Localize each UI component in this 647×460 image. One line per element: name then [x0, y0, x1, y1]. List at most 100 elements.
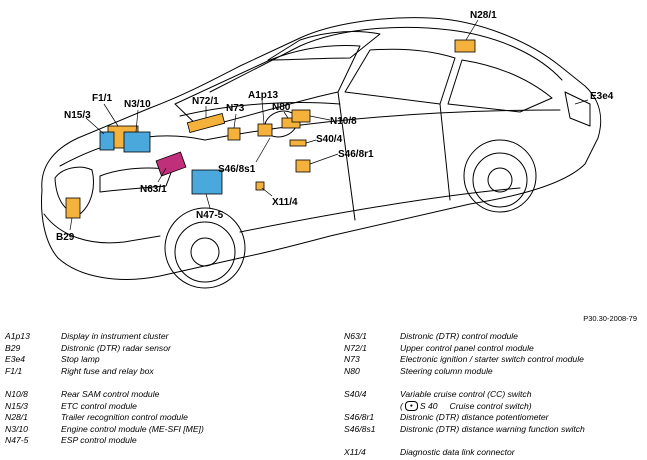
legend-code: B29 — [5, 342, 21, 353]
legend-desc: Diagnostic data link connector — [400, 446, 515, 457]
side-window-front — [344, 48, 456, 105]
legend-desc: Rear SAM control module — [61, 388, 160, 399]
sill-line — [239, 187, 521, 233]
callout-n73: N73 — [226, 103, 245, 114]
component-n3-10 — [123, 131, 151, 153]
leader-n47-5 — [205, 193, 211, 209]
component-a1p13 — [257, 123, 273, 137]
legend-desc: Distronic (DTR) control module — [400, 331, 518, 341]
component-n28-1 — [454, 39, 476, 53]
side-window-rear — [447, 59, 553, 113]
callout-f1-1: F1/1 — [92, 93, 112, 104]
legend-right-column: N63/1 Distronic (DTR) control module N72/… — [344, 331, 585, 459]
component-n47-5 — [191, 169, 223, 195]
leader-s46-8s1 — [255, 137, 271, 163]
component-n63-1 — [155, 151, 187, 177]
legend-row: F1/1 Right fuse and relay box — [5, 366, 204, 378]
legend-row: (●S 40 Cruise control switch) — [344, 401, 585, 413]
legend-code: N63/1 — [344, 331, 367, 341]
callout-n15-3: N15/3 — [64, 110, 91, 121]
front-bumper — [43, 213, 161, 244]
legend-desc: ESP control module — [61, 435, 137, 446]
leader-n15-3 — [85, 117, 105, 135]
component-n80 — [281, 117, 301, 129]
legend-code: N47-5 — [5, 435, 29, 446]
legend-code: A1p13 — [5, 331, 30, 341]
car-component-location-diagram: N28/1 E3e4 F1/1 N15/3 N3/10 N72/1 N73 A1… — [41, 10, 614, 289]
equipment-badge-icon: ● — [404, 401, 418, 412]
legend-code: N72/1 — [344, 342, 367, 353]
leader-e3e4 — [574, 99, 589, 105]
legend-row: N47-5 ESP control module — [5, 435, 204, 447]
figure-reference: P30.30-2008-79 — [583, 314, 637, 323]
legend-desc: Trailer recognition control module — [61, 412, 188, 423]
legend-desc: Distronic (DTR) distance warning functio… — [400, 423, 585, 434]
car-body-outline — [41, 17, 602, 280]
legend-code: E3e4 — [5, 354, 26, 365]
legend-desc: Upper control panel control module — [400, 342, 534, 353]
callout-e3e4: E3e4 — [590, 91, 614, 102]
legend-row: N72/1 Upper control panel control module — [344, 343, 585, 355]
legend-row: X11/4 Diagnostic data link connector — [344, 447, 585, 459]
legend-row: N63/1 Distronic (DTR) control module — [344, 331, 585, 343]
legend-desc: Steering column module — [400, 365, 493, 376]
leader-n80 — [283, 111, 289, 119]
front-wheel-arch — [164, 207, 246, 289]
legend-code: X11/4 — [344, 446, 366, 457]
legend-code: N73 — [344, 354, 360, 365]
door-line-rear — [439, 103, 451, 201]
leader-f1-1 — [103, 103, 119, 127]
legend-spacer — [5, 377, 204, 389]
front-wheel — [174, 221, 236, 283]
legend-spacer — [344, 435, 585, 447]
component-b29 — [65, 197, 81, 219]
legend-desc: Display in instrument cluster — [61, 331, 169, 341]
tail-lamp — [564, 91, 591, 127]
callout-s46-8r1: S46/8r1 — [338, 149, 374, 160]
legend-code: F1/1 — [5, 365, 23, 376]
door-line-front — [337, 91, 356, 221]
callout-n72-1: N72/1 — [192, 96, 219, 107]
legend-desc: Stop lamp — [61, 354, 100, 365]
callout-a1p13: A1p13 — [248, 90, 278, 101]
legend-desc: Variable cruise control (CC) switch — [400, 388, 532, 399]
legend-desc: Right fuse and relay box — [61, 365, 154, 376]
legend-code: S40/4 — [344, 388, 367, 399]
legend-row: N80 Steering column module — [344, 366, 585, 378]
legend-spacer — [344, 377, 585, 389]
component-s40-4 — [289, 139, 307, 147]
legend-sub-code: S 40 — [419, 400, 438, 411]
callout-x11-4: X11/4 — [272, 197, 298, 208]
front-wheel-hub — [190, 237, 220, 267]
rear-wheel-arch — [463, 139, 537, 213]
legend-code: S46/8s1 — [344, 423, 376, 434]
legend-desc: (●S 40 Cruise control switch) — [400, 401, 532, 413]
legend-code: N15/3 — [5, 400, 28, 411]
leader-n28-1 — [465, 19, 479, 41]
leader-s40-4 — [305, 139, 317, 144]
callout-s40-4: S40/4 — [316, 134, 343, 145]
callout-s46-8s1: S46/8s1 — [218, 164, 256, 175]
legend-code: S46/8r1 — [344, 412, 375, 423]
callout-n10-8: N10/8 — [330, 116, 357, 127]
callout-n63-1: N63/1 — [140, 184, 167, 195]
leader-b29 — [69, 217, 73, 231]
leader-n10-8 — [309, 115, 331, 121]
component-n10-8 — [291, 109, 311, 123]
legend-code: N80 — [344, 365, 360, 376]
leader-x11-4 — [261, 187, 273, 197]
grille — [54, 166, 94, 215]
legend-row: B29 Distronic (DTR) radar sensor — [5, 343, 204, 355]
component-s46-8r1 — [295, 159, 311, 173]
component-n72-1 — [186, 113, 226, 133]
legend-code: N10/8 — [5, 388, 28, 399]
component-n15-3 — [99, 131, 115, 151]
callout-b29: B29 — [56, 232, 75, 243]
legend-sub-prefix: ( — [400, 400, 403, 411]
legend-desc: Distronic (DTR) radar sensor — [61, 342, 171, 353]
leader-n3-10 — [135, 109, 139, 133]
legend-desc: ETC control module — [61, 400, 137, 411]
